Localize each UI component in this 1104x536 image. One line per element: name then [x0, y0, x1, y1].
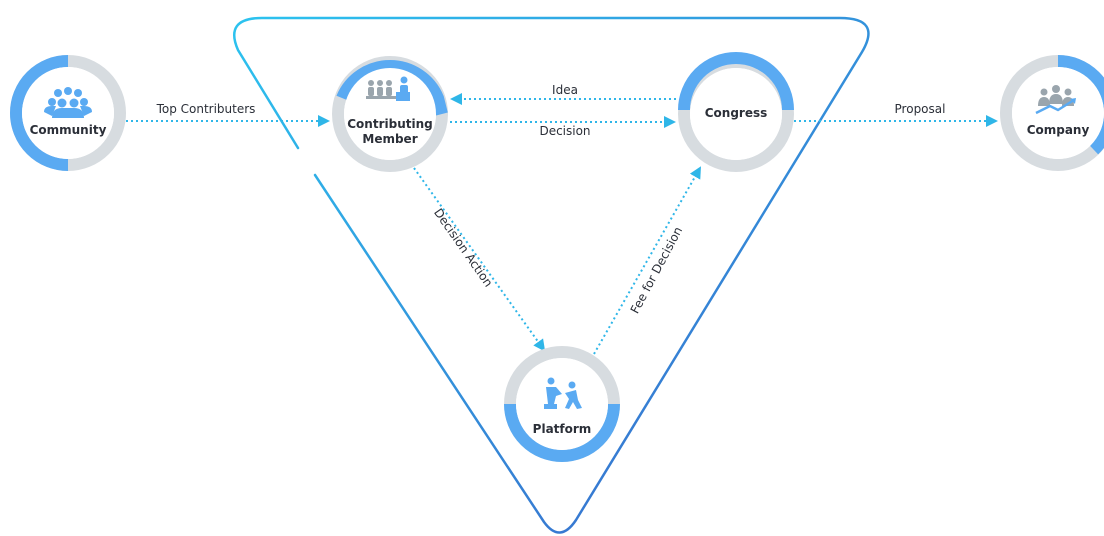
node-platform: Platform — [504, 346, 620, 462]
node-community: Community — [10, 55, 126, 171]
edge-label-proposal: Proposal — [895, 102, 946, 116]
crowd-icon — [44, 87, 92, 118]
node-contributing-member: Contributing Member — [332, 56, 448, 172]
edge-label-top-contributers: Top Contributers — [156, 102, 256, 116]
node-community-label: Community — [30, 123, 107, 137]
team-growth-icon — [1035, 85, 1076, 115]
edge-label-decision: Decision — [539, 124, 590, 138]
edge-fee-for-decision — [593, 166, 701, 355]
node-contributing-member-label-line2: Member — [362, 132, 417, 146]
edge-label-fee-for-decision: Fee for Decision — [628, 224, 686, 316]
edge-decision-action — [413, 167, 546, 352]
node-platform-label: Platform — [533, 422, 592, 436]
edge-label-decision-action: Decision Action — [431, 206, 496, 290]
node-congress: Congress — [678, 52, 794, 172]
node-company-label: Company — [1027, 123, 1090, 137]
node-contributing-member-label-line1: Contributing — [347, 117, 432, 131]
node-company: Company — [1000, 55, 1104, 171]
helping-hand-icon — [544, 377, 582, 409]
node-congress-label: Congress — [705, 106, 768, 120]
triangle-outline — [233, 16, 870, 534]
edge-label-idea: Idea — [552, 83, 578, 97]
meeting-icon — [366, 76, 410, 101]
